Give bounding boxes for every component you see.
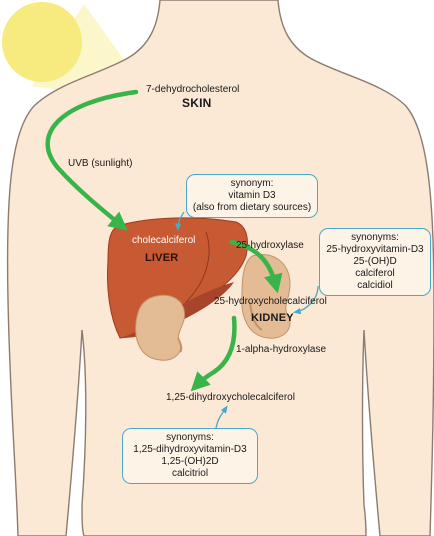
liver-lobe-line bbox=[185, 231, 210, 303]
ureter-left bbox=[177, 337, 183, 353]
callout-line: calcidiol bbox=[357, 280, 393, 291]
callout-line: 1,25-(OH)2D bbox=[161, 456, 219, 467]
sun-icon bbox=[2, 2, 82, 82]
callout-heading: synonyms: bbox=[351, 232, 399, 243]
callout-line: 1,25-dihydroxyvitamin-D3 bbox=[133, 444, 247, 455]
liver-enzyme-label: 25-hydroxylase bbox=[236, 240, 304, 251]
callout-calcitriol-synonyms: synonyms: 1,25-dihydroxyvitamin-D3 1,25-… bbox=[122, 428, 258, 484]
callout-line: (also from dietary sources) bbox=[192, 202, 312, 213]
kidney-compound-label: 25-hydroxycholecalciferol bbox=[214, 296, 327, 307]
callout-line: calcitriol bbox=[171, 468, 209, 479]
arrow-liver-to-kidney bbox=[229, 239, 283, 294]
callout-line: calciferol bbox=[355, 268, 395, 279]
kidney-enzyme-label: 1-alpha-hydroxylase bbox=[236, 344, 327, 355]
callout-pointer-calcidiol bbox=[292, 285, 319, 315]
callout-pointer-calcitriol bbox=[215, 405, 228, 429]
ureter-right bbox=[249, 301, 263, 331]
arrow-kidney-to-final bbox=[190, 315, 237, 392]
callout-pointer-cholecalciferol bbox=[174, 211, 185, 232]
callout-cholecalciferol-synonym: synonym: vitamin D3 (also from dietary s… bbox=[186, 174, 318, 218]
kidney-organ-icon-left bbox=[135, 294, 186, 361]
arrow-skin-to-liver bbox=[45, 89, 139, 231]
liver-title: LIVER bbox=[145, 252, 179, 264]
skin-title: SKIN bbox=[182, 96, 212, 110]
kidney-title: KIDNEY bbox=[251, 312, 294, 324]
callout-heading: synonym: bbox=[230, 178, 274, 189]
callout-line: 25-hydroxyvitamin-D3 bbox=[326, 244, 424, 255]
callout-calcidiol-synonyms: synonyms: 25-hydroxyvitamin-D3 25-(OH)D … bbox=[319, 228, 431, 296]
callout-line: vitamin D3 bbox=[228, 190, 276, 201]
final-compound-label: 1,25-dihydroxycholecalciferol bbox=[166, 392, 295, 403]
liver-compound-label: cholecalciferol bbox=[132, 235, 196, 246]
callout-heading: synonyms: bbox=[166, 432, 214, 443]
callout-line: 25-(OH)D bbox=[353, 256, 397, 267]
uvb-label: UVB (sunlight) bbox=[68, 158, 133, 169]
skin-precursor-label: 7-dehydrocholesterol bbox=[146, 84, 240, 95]
